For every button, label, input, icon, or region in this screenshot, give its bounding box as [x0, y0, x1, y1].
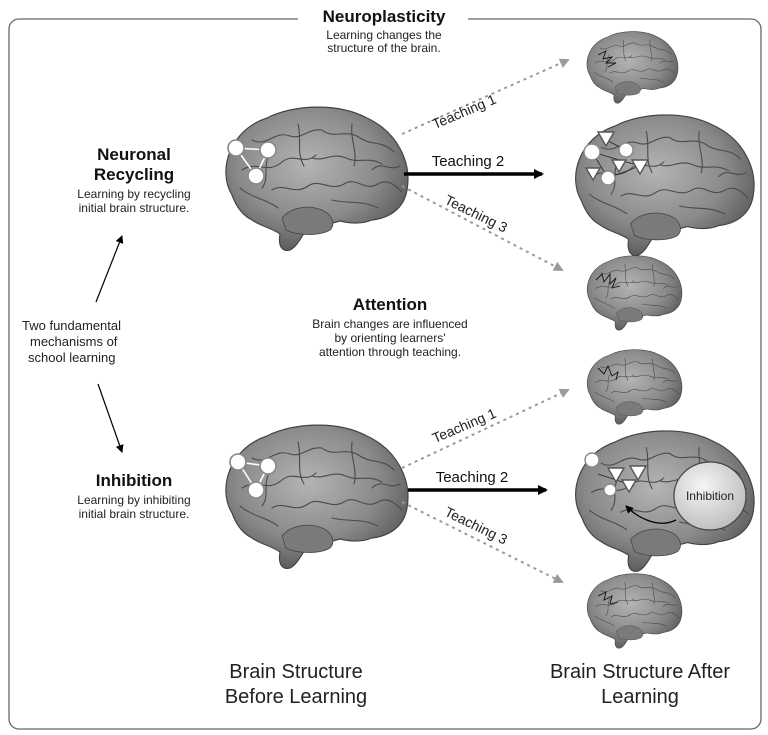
- title: Neuroplasticity: [322, 7, 446, 26]
- inhibition-bubble-label: Inhibition: [686, 489, 734, 503]
- brain-inhibition-teaching1: [586, 349, 683, 425]
- attention-line1: Brain changes are influenced: [312, 317, 468, 331]
- arrow-inhibition-teaching1: [401, 388, 570, 469]
- attention-line3: attention through teaching.: [318, 345, 462, 359]
- brain-recycling-teaching3: [586, 255, 683, 331]
- inhibition-pointer-arrow: [625, 505, 677, 524]
- recycling-desc-line1: Learning by recycling: [77, 187, 191, 201]
- inhibition-network: [229, 453, 277, 499]
- brain-recycling-teaching1: [586, 31, 679, 104]
- inhibition-title: Inhibition: [95, 471, 173, 490]
- attention-line2: by orienting learners': [334, 331, 446, 345]
- label-recycling-teaching2: Teaching 2: [432, 153, 505, 170]
- label-inhibition-teaching3: Teaching 3: [442, 503, 510, 547]
- inhibition-desc-line2: initial brain structure.: [78, 507, 190, 521]
- attention-title: Attention: [352, 295, 428, 314]
- footer-after-line1: Brain Structure After: [549, 661, 731, 683]
- recycling-title-line1: Neuronal: [97, 145, 171, 164]
- arrow-to-inhibition: [97, 383, 124, 453]
- scribble-t1-inhibition: [597, 364, 619, 381]
- subtitle-line2: structure of the brain.: [327, 41, 441, 55]
- mechanisms-line3: school learning: [28, 350, 116, 365]
- recycling-network: [227, 139, 277, 185]
- recycling-title-line2: Recycling: [93, 165, 175, 184]
- arrow-recycling-teaching3: [401, 185, 564, 271]
- arrow-to-recycling: [95, 235, 124, 303]
- mechanisms-line1: Two fundamental: [22, 318, 122, 333]
- footer-before-line2: Before Learning: [224, 686, 368, 708]
- recycling-desc-line2: initial brain structure.: [78, 201, 190, 215]
- label-inhibition-teaching2: Teaching 2: [436, 469, 509, 486]
- inhibition-desc-line1: Learning by inhibiting: [77, 493, 191, 507]
- inhibition-after-network: [584, 452, 648, 497]
- scribble-t1-recycling: [597, 50, 617, 68]
- brain-inhibition-teaching3: [586, 573, 683, 649]
- label-inhibition-teaching1: Teaching 1: [430, 405, 499, 446]
- arrow-recycling-teaching1: [401, 58, 570, 135]
- subtitle-line1: Learning changes the: [326, 28, 442, 42]
- mechanisms-line2: mechanisms of: [30, 334, 118, 349]
- scribble-t3-recycling: [595, 272, 621, 289]
- recycling-after-network: [583, 131, 650, 186]
- label-recycling-teaching1: Teaching 1: [430, 91, 499, 132]
- footer-after-line2: Learning: [601, 686, 679, 708]
- arrow-inhibition-teaching3: [401, 501, 564, 583]
- inhibition-bubble: [673, 461, 747, 531]
- footer-before-line1: Brain Structure: [229, 661, 363, 683]
- scribble-t3-inhibition: [597, 591, 619, 605]
